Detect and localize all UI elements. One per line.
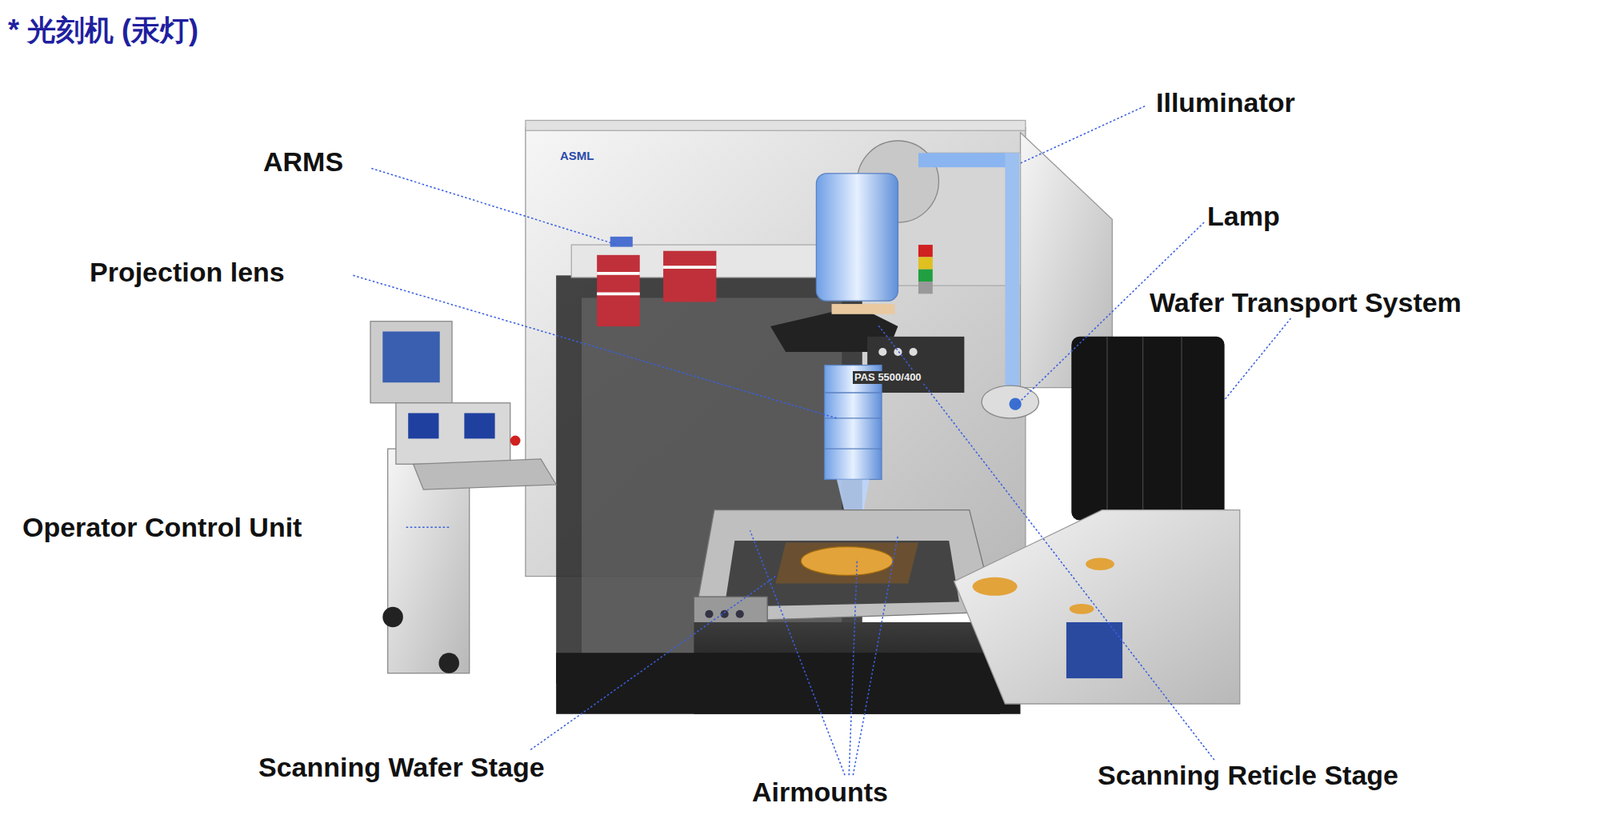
leader-lines-part	[750, 530, 846, 776]
projection-lens-part	[824, 417, 882, 419]
wafer-stage-part	[775, 542, 919, 584]
leader-lines-part	[877, 324, 1215, 761]
leader-lines-part	[1020, 106, 1146, 164]
signal-tower-part	[918, 269, 933, 282]
signal-tower-part	[918, 281, 933, 294]
arms-unit-part	[596, 292, 640, 296]
operator-console-part	[464, 413, 495, 440]
reticle-stage-part	[893, 348, 902, 356]
part-label: Scanning Reticle Stage	[1097, 759, 1399, 792]
wafer-transport-part	[1071, 336, 1224, 521]
reticle-stage-part	[832, 304, 896, 315]
projection-lens-part	[824, 392, 882, 393]
main-housing-part	[525, 120, 1026, 131]
logo-text: ASML	[560, 148, 595, 164]
illuminator-housing-part	[816, 173, 898, 301]
part-label: Scanning Wafer Stage	[258, 751, 545, 784]
wafer-transport-part	[1069, 604, 1095, 615]
reticle-stage-part	[878, 348, 887, 356]
operator-console-part	[408, 413, 439, 440]
operator-console-part	[396, 403, 511, 465]
arms-unit-part	[663, 251, 716, 303]
part-label: Operator Control Unit	[22, 511, 302, 544]
part-label: Airmounts	[752, 776, 888, 809]
operator-console-part	[510, 436, 521, 447]
wafer-stage-part	[800, 547, 893, 576]
arms-unit-part	[596, 255, 640, 327]
model-label: PAS 5500/400	[852, 371, 924, 384]
arms-unit-part	[610, 236, 633, 248]
signal-tower	[918, 244, 933, 294]
wafer-transport-part	[1106, 336, 1108, 521]
wafer-stage	[693, 510, 995, 633]
leader-lines-part	[352, 275, 837, 419]
operator-console-part	[438, 652, 460, 674]
illuminator-housing-part	[1004, 152, 1020, 398]
leader-lines-part	[530, 576, 776, 751]
part-label: Wafer Transport System	[1149, 286, 1462, 320]
machine-base	[556, 622, 1020, 715]
projection-lens-part	[824, 448, 882, 450]
main-housing	[525, 120, 1026, 684]
reticle-stage	[770, 304, 964, 393]
leader-lines	[352, 106, 1291, 776]
lamp-symbol	[981, 385, 1039, 419]
wafer-stage-part	[704, 610, 713, 619]
leader-lines-part	[406, 527, 450, 529]
illuminator-housing	[816, 132, 1112, 399]
part-label: Illuminator	[1156, 86, 1296, 120]
operator-console-part	[382, 331, 440, 383]
wafer-transport-part	[1085, 558, 1115, 571]
wafer-transport	[954, 336, 1240, 704]
leader-lines-part	[848, 559, 857, 776]
leader-lines-part	[371, 168, 617, 245]
illuminator-housing-part	[918, 152, 1016, 168]
wafer-transport-part	[1180, 336, 1182, 521]
arms-unit-part	[663, 265, 716, 269]
wafer-stage-part	[736, 610, 744, 619]
arms-unit-part	[596, 272, 640, 276]
wafer-transport-part	[954, 510, 1240, 704]
part-label: Lamp	[1207, 200, 1280, 233]
wafer-transport-part	[1142, 336, 1144, 521]
leader-lines-part	[852, 536, 898, 776]
operator-console-part	[413, 459, 557, 490]
lamp-symbol-part	[981, 385, 1039, 419]
reticle-stage-part	[908, 348, 917, 356]
slide-title: * 光刻机 (汞灯)	[8, 11, 199, 51]
signal-tower-part	[918, 244, 933, 257]
leader-lines-part	[1224, 318, 1292, 400]
operator-console	[370, 321, 556, 674]
operator-console-part	[382, 607, 404, 628]
signal-tower-part	[918, 256, 933, 269]
lamp-symbol-part	[1008, 397, 1021, 410]
operator-console-part	[370, 321, 452, 404]
part-label: ARMS	[263, 145, 344, 179]
machine-base-part	[556, 652, 1020, 715]
wafer-transport-part	[972, 577, 1018, 596]
part-label: Projection lens	[89, 256, 285, 289]
arms-unit	[596, 236, 716, 327]
